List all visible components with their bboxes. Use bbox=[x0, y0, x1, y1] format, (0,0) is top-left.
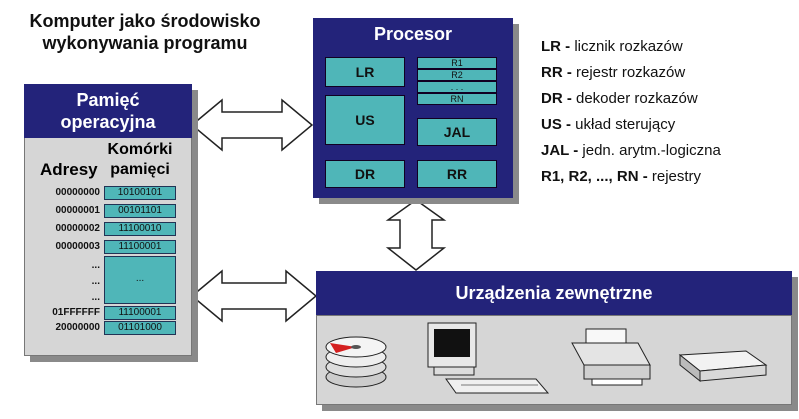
devices-header: Urządzenia zewnętrzne bbox=[316, 271, 792, 315]
lr-box: LR bbox=[325, 57, 405, 87]
register-r1: R1 bbox=[417, 57, 497, 69]
us-box: US bbox=[325, 95, 405, 145]
legend-item: DR - dekoder rozkazów bbox=[541, 90, 698, 107]
addresses-label: Adresy bbox=[40, 160, 98, 179]
register-rn: RN bbox=[417, 93, 497, 105]
memory-cell: 00101101 bbox=[104, 204, 176, 218]
memory-cell: 11100001 bbox=[104, 306, 176, 320]
memory-address: 00000003 bbox=[55, 241, 101, 252]
memory-cell: 10100101 bbox=[104, 186, 176, 200]
computer-monitor-icon bbox=[427, 322, 550, 394]
memory-header: Pamięć operacyjna bbox=[24, 84, 192, 138]
register-r2: R2 bbox=[417, 69, 497, 81]
memory-cell: 01101000 bbox=[104, 321, 176, 335]
rr-box: RR bbox=[417, 160, 497, 188]
legend-item: JAL - jedn. arytm.-logiczna bbox=[541, 142, 721, 159]
memory-address: 00000001 bbox=[55, 205, 101, 216]
memory-address: ... bbox=[91, 260, 100, 271]
title-line-1: Komputer jako środowisko bbox=[29, 11, 261, 31]
processor-title: Procesor bbox=[373, 24, 453, 44]
memory-address: 00000000 bbox=[55, 187, 101, 198]
diagram-title: Komputer jako środowisko wykonywania pro… bbox=[10, 10, 280, 54]
memory-header-line-1: Pamięć bbox=[76, 90, 140, 110]
cells-label-line-1: Komórki bbox=[107, 141, 173, 158]
printer-icon bbox=[571, 328, 651, 386]
devices-icons bbox=[325, 322, 768, 394]
arrow-processor-devices bbox=[385, 199, 447, 271]
arrow-memory-processor bbox=[190, 98, 314, 152]
memory-address: 00000002 bbox=[55, 223, 101, 234]
cells-label: Komórki pamięci bbox=[100, 140, 180, 180]
memory-address: 20000000 bbox=[55, 322, 101, 333]
cells-label-line-2: pamięci bbox=[110, 161, 170, 178]
memory-address: ... bbox=[91, 292, 100, 303]
memory-address: 01FFFFFF bbox=[52, 307, 100, 318]
memory-address: ... bbox=[91, 276, 100, 287]
memory-cell-gap: ... bbox=[104, 256, 176, 304]
legend-item: LR - licznik rozkazów bbox=[541, 38, 683, 55]
memory-header-line-2: operacyjna bbox=[60, 112, 156, 132]
disk-stack-icon bbox=[325, 336, 387, 388]
legend-item: RR - rejestr rozkazów bbox=[541, 64, 686, 81]
legend-item: US - układ sterujący bbox=[541, 116, 676, 133]
arrow-memory-devices bbox=[190, 269, 318, 323]
title-line-2: wykonywania programu bbox=[42, 33, 248, 53]
memory-cell: 11100010 bbox=[104, 222, 176, 236]
memory-cell: 11100001 bbox=[104, 240, 176, 254]
scanner-icon bbox=[678, 350, 768, 383]
register-dots: . . . bbox=[417, 81, 497, 93]
dr-box: DR bbox=[325, 160, 405, 188]
legend-item: R1, R2, ..., RN - rejestry bbox=[541, 168, 702, 185]
jal-box: JAL bbox=[417, 118, 497, 146]
